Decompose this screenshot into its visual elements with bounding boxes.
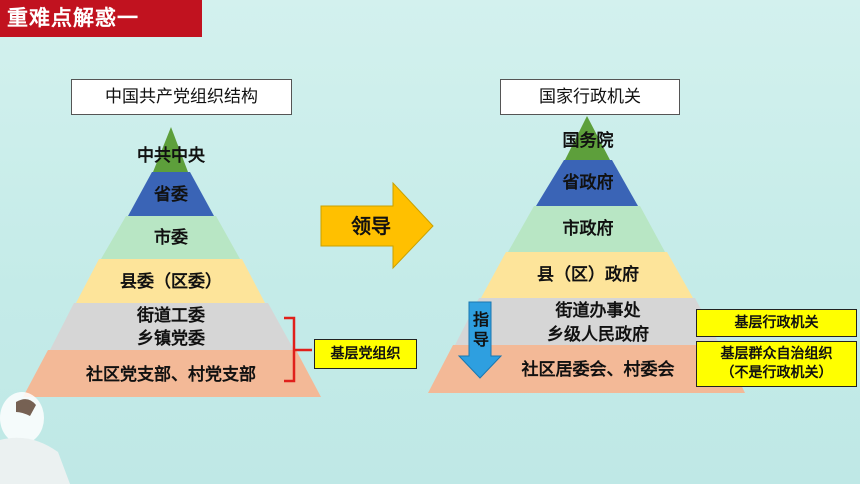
state-label-community: 社区居委会、村委会: [521, 360, 675, 380]
state-level-county: [481, 252, 693, 298]
state-level-street: [455, 298, 720, 345]
state-level-community: [428, 345, 745, 393]
state-organs-title: 国家行政机关: [500, 79, 680, 115]
party-level-province: [128, 172, 214, 216]
guide-label-1: 指: [472, 310, 489, 329]
party-label-community: 社区党支部、村党支部: [86, 365, 256, 385]
party-label-city: 市委: [154, 228, 188, 248]
state-label-province: 省政府: [562, 173, 614, 193]
grassroots-party-label: 基层党组织: [314, 339, 417, 369]
state-label-council: 国务院: [562, 131, 614, 151]
state-label-street: 街道办事处: [555, 301, 641, 321]
teacher-figure: [0, 392, 70, 484]
grassroots-admin-label: 基层行政机关: [696, 309, 857, 337]
party-level-community: [23, 350, 321, 397]
lead-label: 领导: [351, 214, 391, 238]
state-level-city: [508, 206, 665, 252]
lead-arrow: [320, 181, 434, 270]
guide-label-2: 导: [472, 330, 489, 349]
self-gov-line2: （不是行政机关）: [720, 365, 833, 381]
party-label-county: 县委（区委）: [120, 272, 222, 292]
party-label-province: 省委: [154, 185, 188, 205]
party-structure-title: 中国共产党组织结构: [71, 79, 292, 115]
party-level-county: [76, 259, 265, 303]
party-label-township: 乡镇党委: [137, 329, 205, 349]
state-level-council: [565, 116, 610, 160]
grassroots-bracket: [284, 316, 312, 383]
state-label-township: 乡级人民政府: [547, 325, 649, 345]
self-government-label: 基层群众自治组织 （不是行政机关）: [696, 341, 857, 387]
state-label-county: 县（区）政府: [537, 265, 639, 285]
guide-label: 指 导: [470, 310, 492, 350]
guide-arrow: [457, 301, 503, 379]
party-level-city: [101, 216, 240, 259]
self-gov-line1: 基层群众自治组织: [720, 346, 833, 362]
slide-title: 重难点解惑一: [0, 0, 202, 37]
state-label-city: 市政府: [562, 219, 614, 239]
party-level-street: [50, 303, 294, 350]
party-label-central: 中共中央: [137, 146, 205, 166]
party-level-central: [153, 127, 188, 172]
party-label-street: 街道工委: [137, 306, 205, 326]
state-level-province: [536, 160, 638, 206]
